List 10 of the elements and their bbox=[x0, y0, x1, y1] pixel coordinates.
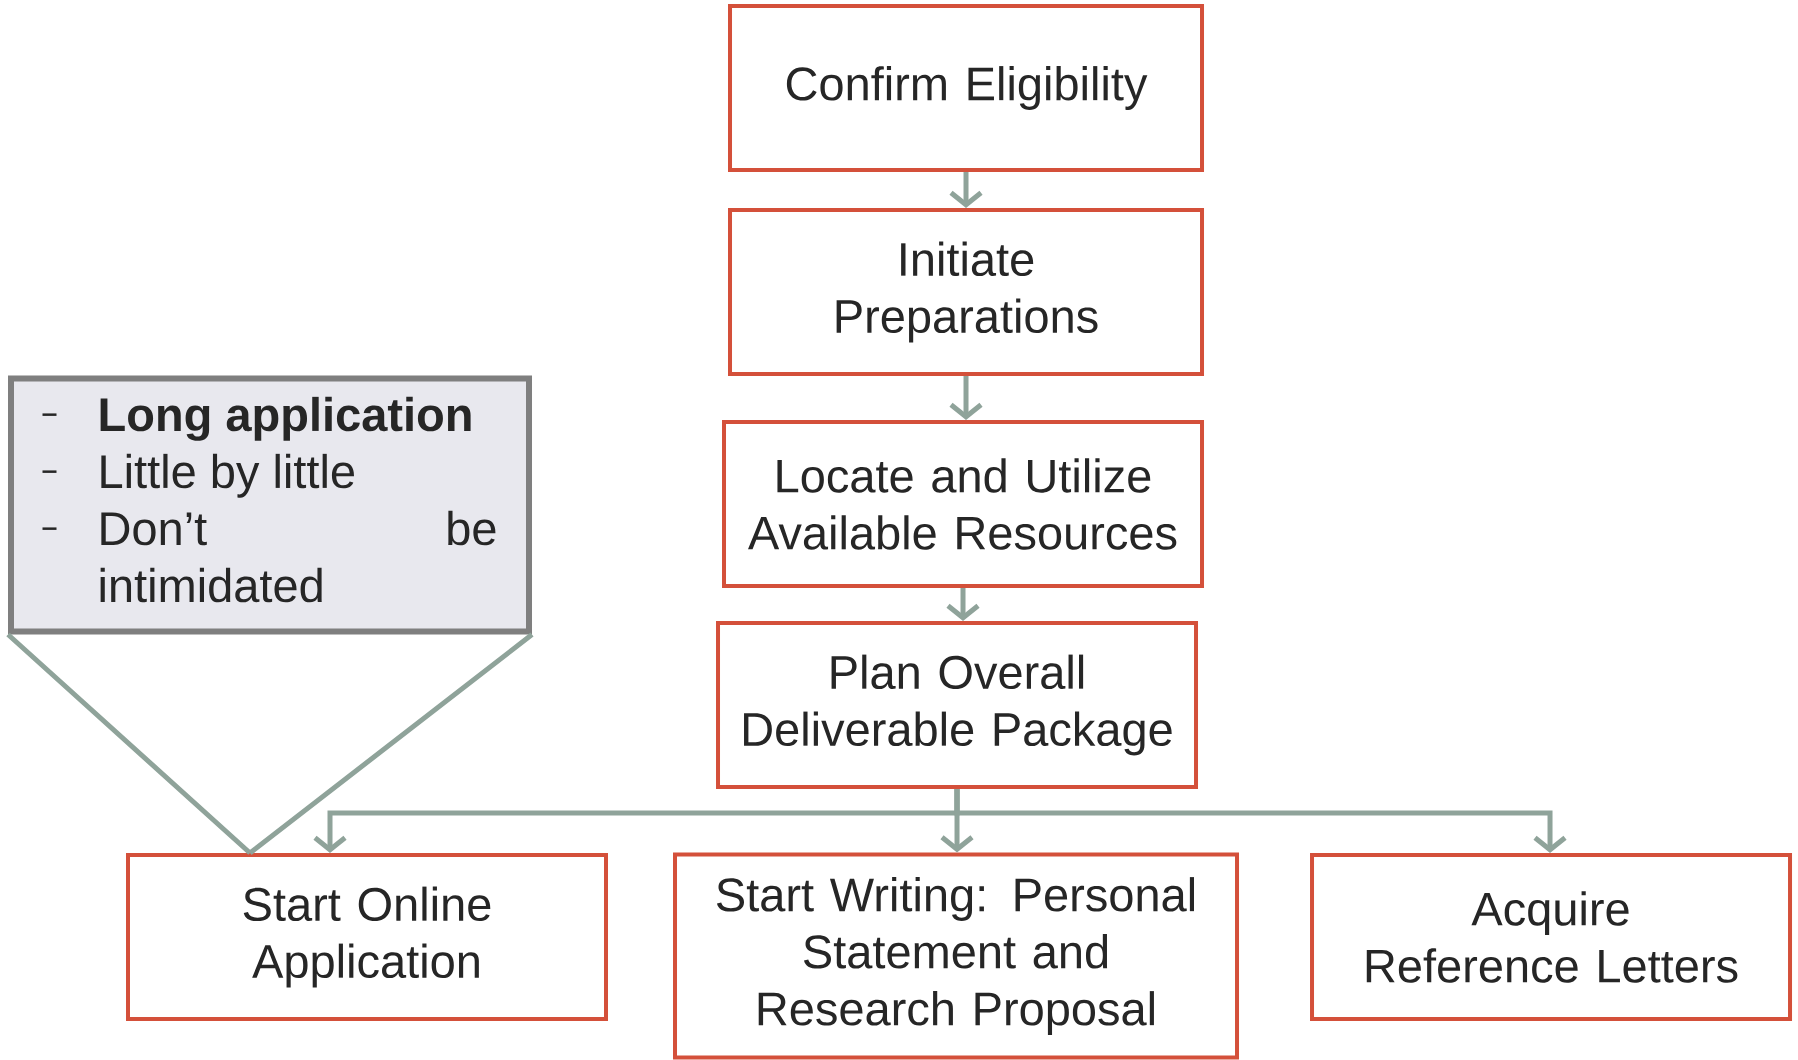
callout-pointer bbox=[5, 632, 535, 856]
process-box: Locate and Utilize Available Resources bbox=[722, 420, 1204, 588]
process-box: Initiate Preparations bbox=[728, 208, 1204, 376]
process-box: Acquire Reference Letters bbox=[1310, 853, 1792, 1021]
callout-box: Long application Little by little Don’t be intimidated bbox=[8, 375, 532, 635]
process-box: Start Online Application bbox=[126, 853, 608, 1021]
arrow bbox=[954, 789, 1567, 853]
process-box: Confirm Eligibility bbox=[728, 4, 1204, 172]
process-box: Plan Overall Deliverable Package bbox=[716, 621, 1198, 789]
process-box: Start Writing: Personal Statement and Research Proposal bbox=[673, 852, 1239, 1060]
